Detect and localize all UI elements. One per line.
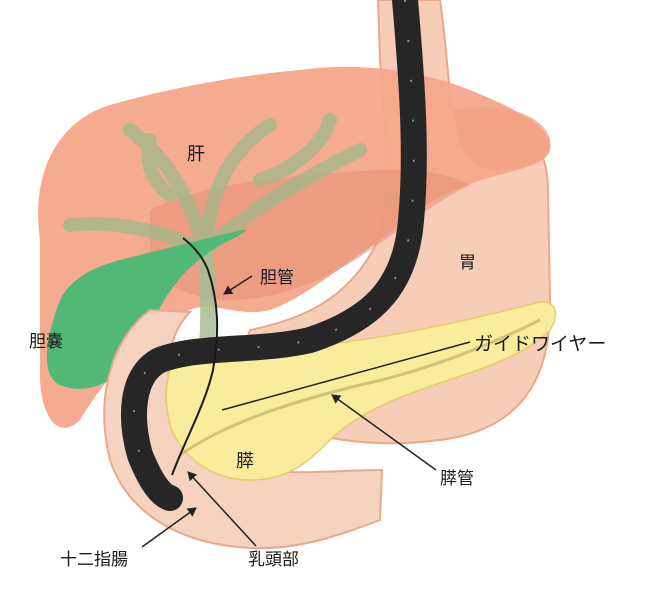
- leader-lines: [141, 275, 471, 548]
- label-guidewire: ガイドワイヤー: [474, 333, 606, 355]
- label-bile-duct: 胆管: [260, 268, 294, 288]
- endoscope: [121, 0, 427, 511]
- liver-shadow: [150, 169, 470, 300]
- label-gallbladder: 胆嚢: [29, 332, 63, 352]
- pancreatic-duct: [179, 318, 541, 457]
- liver-right-lobe: [455, 106, 551, 170]
- gallbladder: [46, 229, 246, 389]
- label-papilla: 乳頭部: [248, 550, 299, 570]
- guidewire: [171, 237, 219, 476]
- label-liver: 肝: [187, 144, 205, 165]
- pancreas: [165, 301, 557, 481]
- label-duodenum: 十二指腸: [60, 550, 128, 570]
- label-stomach: 胃: [459, 253, 476, 273]
- label-pancreas: 膵: [236, 451, 254, 472]
- label-pancreatic-duct: 膵管: [440, 469, 474, 489]
